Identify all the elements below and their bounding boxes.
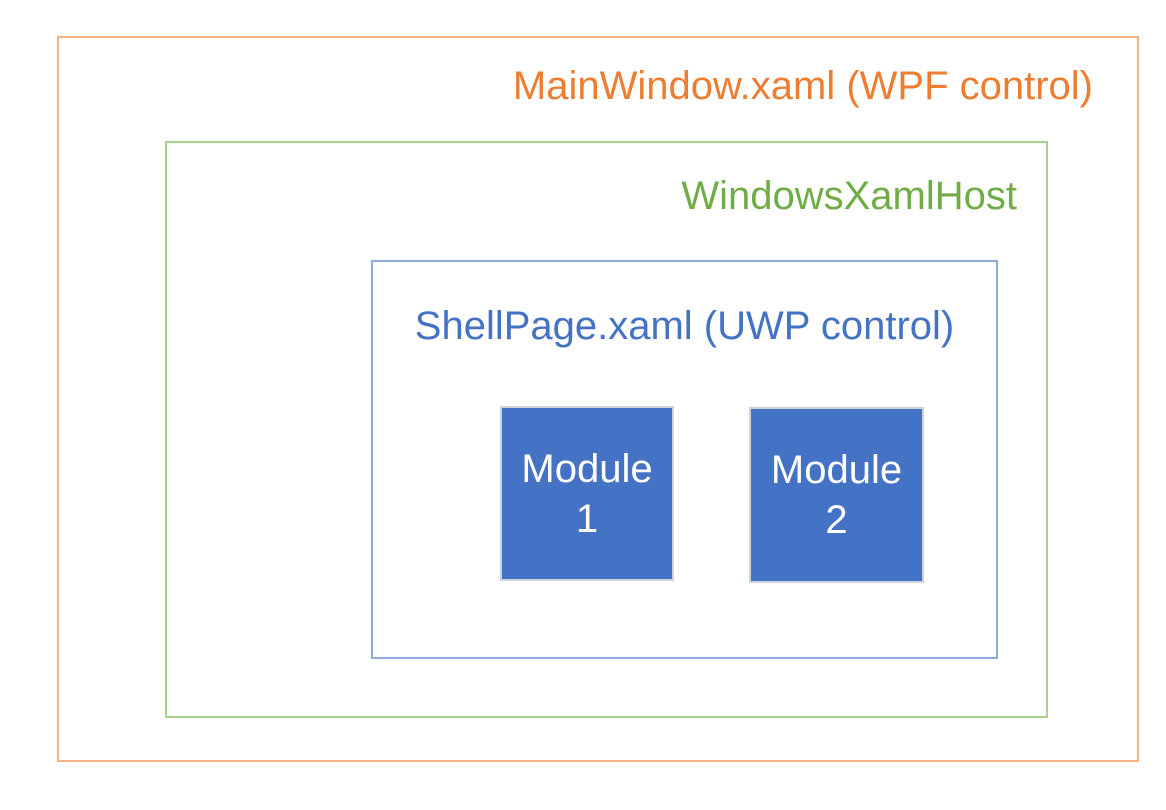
- module-1-label-line1: Module: [521, 446, 653, 491]
- module-2-label-line1: Module: [770, 448, 903, 492]
- module-2-label-line2: 2: [825, 498, 848, 542]
- mainwindow-wpf-box: MainWindow.xaml (WPF control) WindowsXam…: [57, 36, 1139, 762]
- shellpage-uwp-box: ShellPage.xaml (UWP control) Module 1 Mo…: [371, 260, 998, 659]
- mainwindow-wpf-label: MainWindow.xaml (WPF control): [512, 64, 1093, 108]
- module-2-label: Module 2: [771, 445, 902, 545]
- shellpage-uwp-label: ShellPage.xaml (UWP control): [414, 304, 955, 348]
- module-1-label: Module 1: [521, 444, 652, 544]
- module-1-box: Module 1: [500, 406, 674, 581]
- windows-xaml-host-label: WindowsXamlHost: [681, 174, 1017, 218]
- module-1-label-line2: 1: [575, 496, 599, 541]
- module-2-box: Module 2: [749, 407, 924, 583]
- windows-xaml-host-box: WindowsXamlHost ShellPage.xaml (UWP cont…: [165, 141, 1048, 718]
